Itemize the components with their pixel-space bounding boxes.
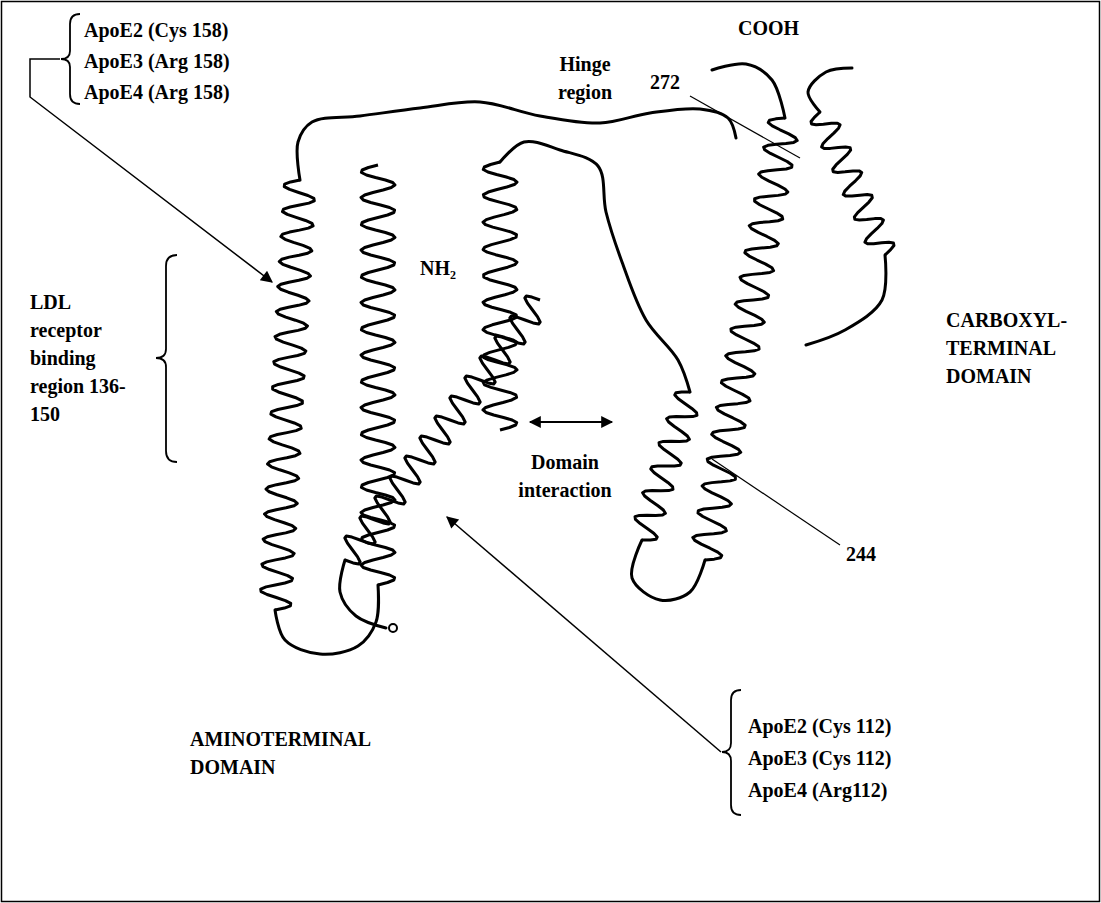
allele-label: ApoE3 (Cys 112) [748,744,891,772]
allele-label: ApoE4 (Arg 158) [84,78,230,106]
leader-line [712,459,840,545]
bracket [722,690,741,815]
loop-segment [500,141,690,392]
double-arrow [530,421,612,423]
allele-label: ApoE2 (Cys 112) [748,712,891,740]
leader-line [690,96,800,158]
pointer-arrow [447,517,721,752]
loop-segment [340,560,386,628]
domain-label: AMINOTERMINAL DOMAIN [190,725,372,781]
region-label: LDL receptor binding region 136-150 [30,288,126,428]
terminus-label: NH₂ [420,254,456,282]
alpha-helix [261,180,315,610]
pointer-arrow [30,59,272,282]
alpha-helix [635,392,697,540]
interaction-label: Domain interaction [509,448,621,504]
bracket [61,14,80,104]
allele-label: ApoE4 (Arg112) [748,776,887,804]
loop-segment [712,64,785,118]
alpha-helix [345,296,540,564]
terminus-label: COOH [738,14,799,42]
bracket [156,255,177,462]
residue-number: 244 [846,540,876,568]
alpha-helix [483,162,517,430]
residue-number: 272 [650,68,680,96]
allele-label: ApoE3 (Arg 158) [84,47,230,75]
alpha-helix [693,118,797,560]
domain-label: CARBOXYL- TERMINAL DOMAIN [946,306,1074,390]
region-label: Hinge region [545,50,625,106]
allele-label: ApoE2 (Cys 158) [84,16,228,44]
loop-segment [806,255,886,345]
loop-segment [297,102,736,180]
alpha-helix [811,112,894,255]
loop-segment [631,540,705,601]
residue-dot [389,624,397,632]
loop-segment [808,68,852,112]
helix-group [261,64,894,655]
